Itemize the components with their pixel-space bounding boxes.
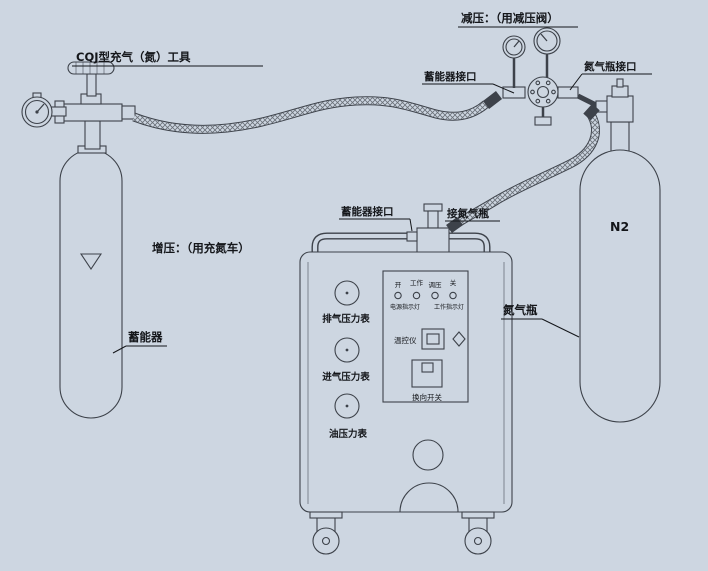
tower-left-port <box>406 231 418 242</box>
label-regulator-accumulator-port: 蓄能器接口 <box>424 70 477 83</box>
label-cart-accumulator-port: 蓄能器接口 <box>341 205 394 218</box>
accumulator-tank <box>59 149 123 419</box>
bottle-valve-knob <box>616 78 624 88</box>
regulator-right-port <box>557 86 579 99</box>
indicator-light-icon <box>394 291 402 300</box>
caster-wheel-right <box>461 511 495 555</box>
regulator-adjust-knob <box>534 116 552 126</box>
direction-switch-label: 换向开关 <box>412 392 442 402</box>
valve-stem <box>86 73 97 97</box>
direction-switch <box>411 359 443 388</box>
hose-ferrule <box>446 216 463 234</box>
exhaust-pressure-gauge-icon <box>334 280 360 306</box>
caster-wheel-left <box>309 511 343 555</box>
nitrogen-bottle-assembly: N2 <box>579 78 661 423</box>
temp-controller-display <box>421 328 445 350</box>
pressure-regulator <box>502 27 602 126</box>
hose-ferrule <box>482 91 503 109</box>
valve-hose-connector <box>121 105 136 120</box>
indicator-light-icon <box>449 291 457 300</box>
accumulator-pressure-gauge-icon <box>21 92 67 128</box>
indicator-light-icon <box>431 291 439 300</box>
temp-controller-label: 温控仪 <box>394 335 417 345</box>
power-indicator-label: 电源指示灯 <box>390 303 420 311</box>
label-cqj-tool: CQJ型充气（氮）工具 <box>76 50 191 64</box>
cart-bottom-arch <box>399 482 459 513</box>
level-mark-icon <box>79 253 103 270</box>
switch-off-label: 关 <box>450 278 457 287</box>
label-regulator-nitrogen-port: 氮气瓶接口 <box>584 60 637 73</box>
hose-ferrule <box>583 103 600 121</box>
exhaust-gauge-label: 排气压力表 <box>322 313 370 325</box>
switch-work-label: 工作 <box>410 278 424 287</box>
label-cart-nitrogen-connect: 接氮气瓶 <box>447 207 489 220</box>
oil-pressure-gauge-icon <box>334 393 360 419</box>
bottle-valve-cap <box>611 85 629 98</box>
charging-valve-body <box>61 103 123 122</box>
tank-neck <box>84 120 101 150</box>
charging-cart: 排气压力表 进气压力表 油压力表 开 工作 调压 关 电源指示灯 工作指示灯 温… <box>299 203 513 555</box>
cart-body <box>299 251 513 513</box>
intake-pressure-gauge-icon <box>334 337 360 363</box>
nitrogen-bottle-tank <box>579 149 661 423</box>
switch-on-label: 开 <box>395 281 402 289</box>
bottle-neck <box>610 121 630 155</box>
switch-regulate-label: 调压 <box>429 280 443 289</box>
regulator-high-gauge-icon <box>533 27 561 78</box>
work-indicator-label: 工作指示灯 <box>434 303 464 311</box>
hose-bottle-to-cart <box>446 103 600 234</box>
regulator-body <box>527 76 559 108</box>
bottle-valve <box>606 95 634 123</box>
diamond-icon <box>452 331 466 347</box>
annotations: CQJ型充气（氮）工具 减压：（用减压阀） 蓄能器接口 氮气瓶接口 增压：（用充… <box>72 11 652 354</box>
hose-accumulator-to-regulator <box>132 91 503 134</box>
control-panel: 开 工作 调压 关 电源指示灯 工作指示灯 温控仪 换向开关 <box>382 270 469 403</box>
intake-gauge-label: 进气压力表 <box>322 371 370 383</box>
handwheel-icon <box>67 61 115 75</box>
indicator-light-icon <box>412 291 421 300</box>
label-decompression: 减压：（用减压阀） <box>461 11 559 25</box>
label-pressurization: 增压：（用充氮车） <box>152 241 250 255</box>
cart-handle <box>311 232 491 254</box>
label-nitrogen-bottle: 氮气瓶 <box>503 303 538 317</box>
cart-connector-tower <box>406 203 450 255</box>
label-accumulator: 蓄能器 <box>128 330 163 344</box>
bottle-n2-label: N2 <box>610 219 629 234</box>
oil-gauge-label: 油压力表 <box>329 428 368 440</box>
regulator-low-gauge-icon <box>502 35 526 88</box>
accumulator-assembly <box>21 61 136 419</box>
cart-knob-icon <box>412 439 444 471</box>
